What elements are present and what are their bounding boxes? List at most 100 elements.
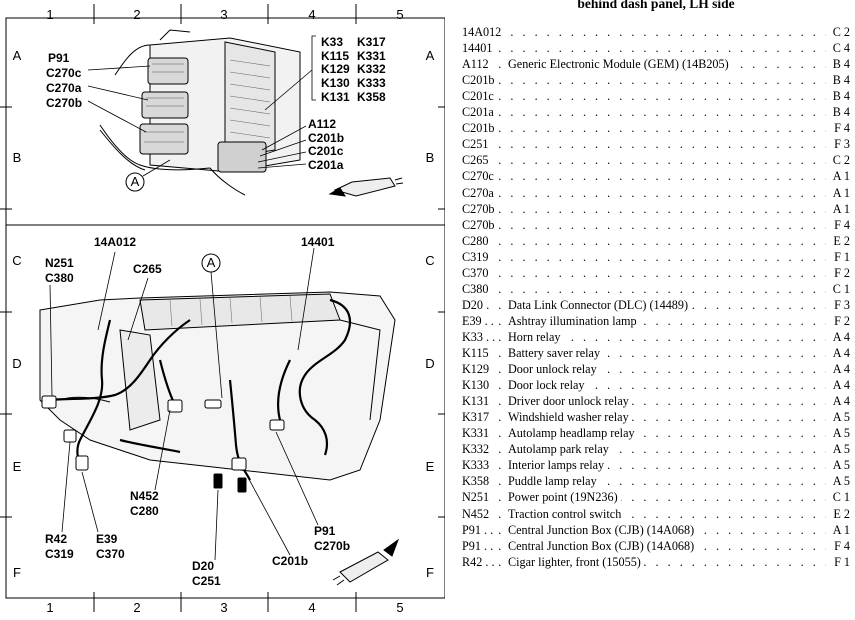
legend-grid-location: B 4 <box>830 88 850 105</box>
legend-code: R42 . . <box>462 553 498 570</box>
orientation-arrow-icon-upper <box>328 177 404 197</box>
legend-grid-location: C 2 <box>830 152 850 169</box>
legend-code: K317 <box>462 409 493 426</box>
row-label-left-b: B <box>13 150 22 165</box>
legend-code: C270b <box>462 200 498 217</box>
legend-row: . . . . . . . . . . . . . . . . . . . . … <box>462 409 850 426</box>
legend-code: K331 <box>462 425 493 442</box>
label-c380: C380 <box>45 271 74 285</box>
label-c201b-bottom: C201b <box>272 554 308 568</box>
label-c270b-bottom: C270b <box>314 539 350 553</box>
legend-title: behind dash panel, LH side <box>577 0 735 11</box>
legend-row: . . . . . . . . . . . . . . . . . . . . … <box>462 232 850 249</box>
legend-description: Traction control switch <box>508 505 625 522</box>
wiring-location-diagram: 1 2 3 4 5 1 2 3 4 5 A B C D E F A B C D … <box>0 4 445 615</box>
legend-grid-location: A 5 <box>830 473 850 490</box>
legend-grid-location: F 4 <box>832 537 850 554</box>
legend-row: . . . . . . . . . . . . . . . . . . . . … <box>462 24 850 40</box>
label-p91-top: P91 <box>48 51 70 65</box>
legend-description: Door unlock relay <box>508 361 600 378</box>
label-d20: D20 <box>192 559 214 573</box>
diagram-frame <box>5 17 445 599</box>
legend-row: . . . . . . . . . . . . . . . . . . . . … <box>462 56 850 73</box>
legend-row: . . . . . . . . . . . . . . . . . . . . … <box>462 216 850 233</box>
legend-code: C270c <box>462 168 497 185</box>
legend-grid-location: B 4 <box>830 104 850 121</box>
label-e39: E39 <box>96 532 118 546</box>
label-c270a: C270a <box>46 81 82 95</box>
view-marker-a-upper <box>125 172 145 192</box>
legend-code: C201b <box>462 72 498 89</box>
row-label-right-f: F <box>426 565 434 580</box>
legend-row: . . . . . . . . . . . . . . . . . . . . … <box>462 312 850 329</box>
legend-code: N452 <box>462 505 493 522</box>
grid-ticks <box>0 4 445 612</box>
col-label-top-3: 3 <box>220 7 227 22</box>
row-label-left-e: E <box>13 459 22 474</box>
legend-grid-location: A 1 <box>830 521 850 538</box>
legend-description: Cigar lighter, front (15055) <box>508 553 644 570</box>
legend-dot-leader: . . . . . . . . . . . . . . . . . . . . … <box>462 185 826 200</box>
legend-code: K333 <box>462 457 493 474</box>
legend-grid-location: A 4 <box>830 345 850 361</box>
col-label-bottom-4: 4 <box>308 600 315 615</box>
legend-row: . . . . . . . . . . . . . . . . . . . . … <box>462 296 850 313</box>
legend-code: C370 <box>462 264 492 281</box>
legend-code: P91 . . <box>462 521 497 538</box>
label-c201c: C201c <box>308 144 344 158</box>
legend-row: . . . . . . . . . . . . . . . . . . . . … <box>462 537 850 554</box>
legend-grid-location: F 4 <box>832 216 850 233</box>
legend-row: . . . . . . . . . . . . . . . . . . . . … <box>462 425 850 442</box>
legend-code: E39 . . <box>462 312 497 329</box>
label-r42: R42 <box>45 532 67 546</box>
legend-description: Central Junction Box (CJB) (14A068) <box>508 521 698 538</box>
legend-row: . . . . . . . . . . . . . . . . . . . . … <box>462 264 850 281</box>
view-marker-a-lower-label: A <box>207 255 216 270</box>
label-p91-bottom: P91 <box>314 524 336 538</box>
legend-code: C380 <box>462 280 492 297</box>
row-label-right-b: B <box>426 150 435 165</box>
legend-code: 14A012 <box>462 24 505 40</box>
legend-description: Ashtray illumination lamp <box>508 312 640 329</box>
legend-description: Power point (19N236) <box>508 489 621 506</box>
legend-grid-location: F 1 <box>832 248 850 265</box>
legend-description: Windshield washer relay <box>508 409 632 426</box>
legend-grid-location: B 4 <box>830 56 850 73</box>
legend-row: . . . . . . . . . . . . . . . . . . . . … <box>462 184 850 201</box>
col-label-bottom-5: 5 <box>396 600 403 615</box>
label-c280: C280 <box>130 504 159 518</box>
legend-row: . . . . . . . . . . . . . . . . . . . . … <box>462 168 850 185</box>
legend-code: K33 . . <box>462 328 499 345</box>
legend-code: A112 <box>462 56 492 73</box>
legend-code: K131 <box>462 393 493 410</box>
legend-code: K129 <box>462 361 493 378</box>
legend-dot-leader: . . . . . . . . . . . . . . . . . . . . … <box>462 265 826 280</box>
legend-grid-location: A 4 <box>830 393 850 410</box>
legend-dot-leader: . . . . . . . . . . . . . . . . . . . . … <box>462 105 826 120</box>
legend-description: Central Junction Box (CJB) (14A068) <box>508 537 698 554</box>
row-label-right-c: C <box>425 253 434 268</box>
legend-code: K332 <box>462 441 493 458</box>
label-c265: C265 <box>133 262 162 276</box>
legend-grid-location: F 1 <box>832 553 850 570</box>
legend-grid-location: A 5 <box>830 425 850 442</box>
legend-grid-location: C 1 <box>830 280 850 297</box>
legend-code: D20 <box>462 296 486 313</box>
label-14a012: 14A012 <box>94 235 136 249</box>
col-label-bottom-2: 2 <box>133 600 140 615</box>
label-a112: A112 <box>308 117 336 131</box>
legend-row: . . . . . . . . . . . . . . . . . . . . … <box>462 473 850 490</box>
label-k332: K332 <box>357 62 386 76</box>
label-c270c: C270c <box>46 66 82 80</box>
legend-row: . . . . . . . . . . . . . . . . . . . . … <box>462 328 850 345</box>
legend-description: Autolamp park relay <box>508 441 612 458</box>
legend-code: K358 <box>462 473 493 490</box>
legend-code: P91 . . <box>462 537 497 554</box>
legend-code: 14401 <box>462 40 496 57</box>
legend-grid-location: C 2 <box>830 24 850 40</box>
legend-grid-location: E 2 <box>831 232 850 249</box>
legend-dot-leader: . . . . . . . . . . . . . . . . . . . . … <box>462 201 826 216</box>
legend-row: . . . . . . . . . . . . . . . . . . . . … <box>462 72 850 89</box>
legend-grid-location: E 2 <box>831 505 850 522</box>
lower-leader-lines <box>49 247 319 561</box>
